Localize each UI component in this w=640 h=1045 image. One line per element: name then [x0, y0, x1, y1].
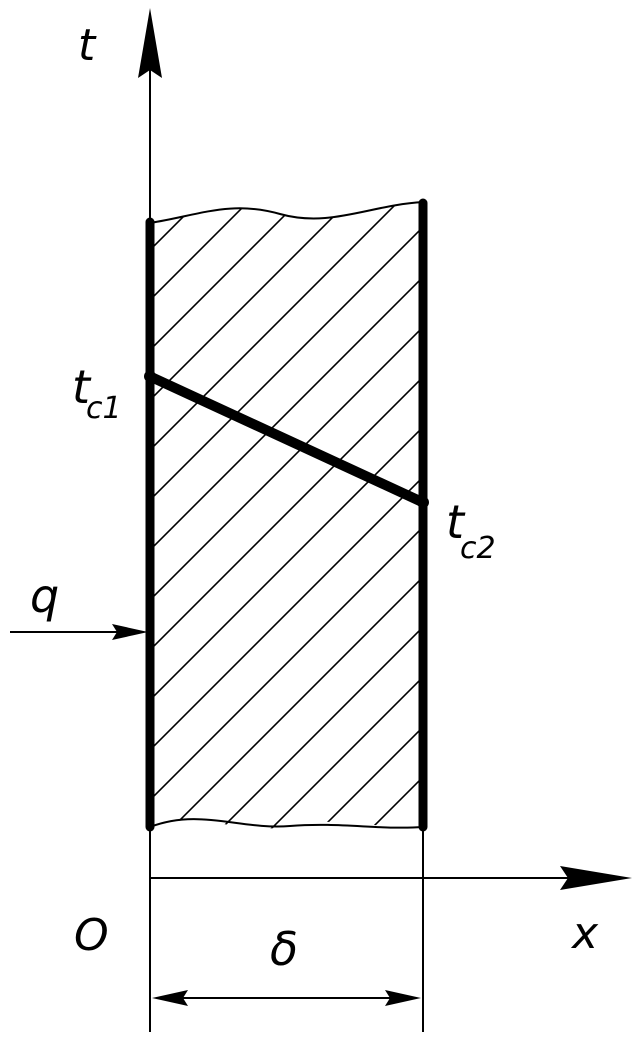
- hatch-line: [150, 202, 423, 829]
- hatch-line: [150, 202, 423, 829]
- wall-bottom-break-line: [149, 818, 424, 829]
- x-axis-arrow-icon: [560, 866, 632, 890]
- hatch-line: [199, 202, 423, 829]
- t-c1-label-subscript: c1: [86, 391, 122, 426]
- hatch-line: [150, 202, 201, 829]
- origin-label: O: [74, 910, 109, 961]
- hatch-line: [399, 202, 423, 829]
- t-c1-point: [144, 370, 156, 383]
- hatch-line: [0, 150, 100, 900]
- hatch-line: [150, 202, 423, 829]
- t-axis-label: t: [78, 20, 97, 71]
- hatch-line: [150, 202, 151, 829]
- hatch-line: [150, 202, 423, 829]
- hatch-line: [150, 202, 351, 829]
- t-c2-label-subscript: c2: [460, 531, 496, 566]
- t-c2-label-main: t: [446, 495, 466, 549]
- hatch-line: [0, 150, 50, 900]
- hatch-line: [150, 202, 423, 829]
- hatch-line: [150, 202, 423, 829]
- wall-hatching: [0, 150, 423, 900]
- thickness-arrow-right-icon: [385, 990, 421, 1006]
- hatch-line: [349, 202, 423, 829]
- heat-flux-arrow-icon: [112, 624, 148, 640]
- thickness-label: δ: [270, 922, 298, 976]
- hatch-line: [249, 202, 423, 829]
- x-axis-label: x: [570, 908, 599, 959]
- hatch-line: [299, 202, 423, 829]
- hatch-line: [150, 202, 423, 829]
- wall-top-break-line: [149, 201, 424, 224]
- hatch-line: [150, 202, 423, 829]
- heat-flux-label: q: [30, 569, 59, 623]
- temperature-profile-line: [145, 371, 428, 508]
- hatch-line: [150, 202, 301, 829]
- hatch-line: [150, 202, 423, 829]
- t-c1-label-main: t: [72, 360, 92, 414]
- hatch-line: [150, 202, 401, 829]
- hatch-line: [150, 202, 423, 829]
- t-c2-point: [417, 496, 429, 509]
- t-axis-arrow-icon: [138, 8, 162, 78]
- thickness-arrow-left-icon: [152, 990, 188, 1006]
